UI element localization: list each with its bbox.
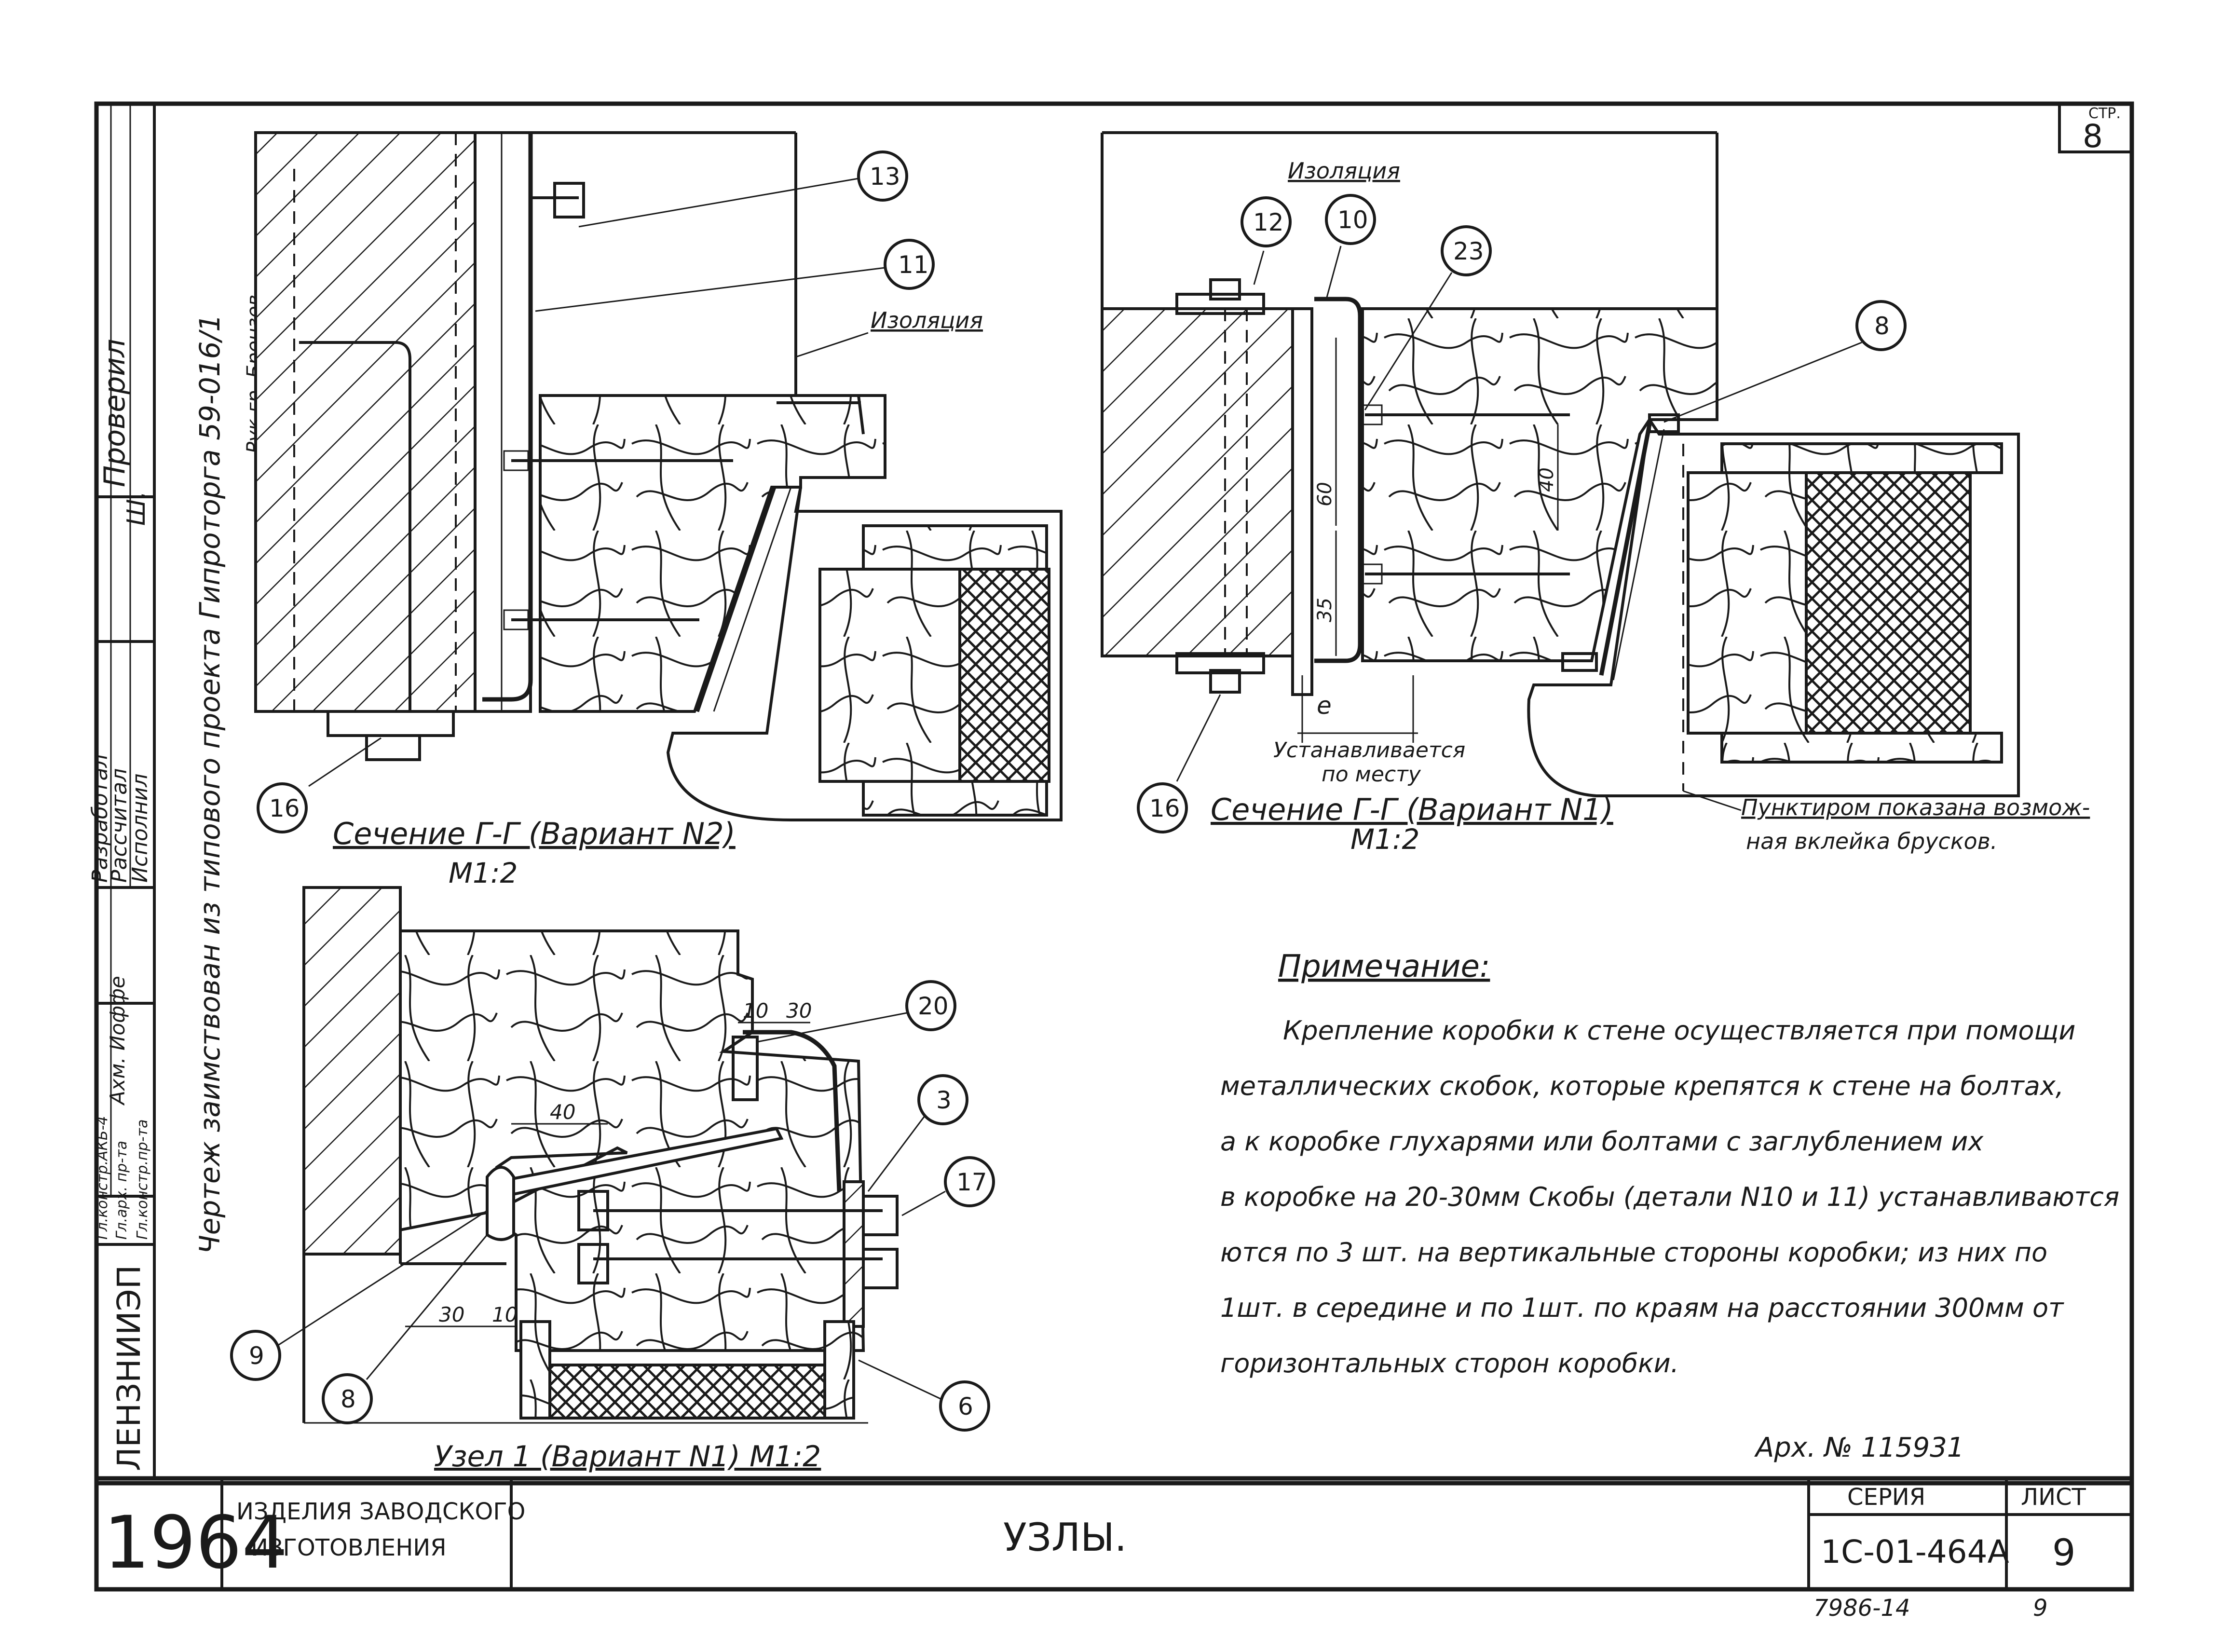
svg-text:16: 16 — [269, 794, 300, 822]
section-v1-install-2: по месту — [1322, 762, 1421, 787]
section-v1-isolation: Изоляция — [1288, 158, 1400, 184]
sheet-label: ЛИСТ — [2021, 1484, 2086, 1511]
note-line-2: металлических скобок, которые крепятся к… — [1220, 1071, 2064, 1101]
node-1-dim-40: 40 — [550, 1100, 575, 1124]
footer-page: 9 — [2033, 1595, 2048, 1622]
callouts-node-1: 20 3 17 9 8 6 — [230, 980, 995, 1432]
section-v2-labels: Изоляция Сечение Г-Г (Вариант N2) М1:2 — [333, 307, 983, 889]
section-v1-install-1: Устанавливается — [1273, 738, 1465, 763]
section-v2-drawing — [254, 131, 1063, 821]
note-line-1: Крепление коробки к стене осуществляется… — [1283, 1015, 2075, 1046]
svg-text:11: 11 — [898, 251, 929, 279]
note-block: Примечание: Крепление коробки к стене ос… — [1220, 949, 2119, 1379]
order-number: 7986-14 — [1813, 1595, 1910, 1622]
callout-12 — [1241, 196, 1292, 247]
svg-text:8: 8 — [1874, 312, 1890, 340]
callout-11 — [884, 239, 935, 290]
section-v2-scale: М1:2 — [449, 857, 518, 889]
callout-16-v2 — [257, 782, 308, 833]
side-chief-role-2: Гл.арх. пр-та — [113, 1141, 130, 1240]
node-1-label: Узел 1 (Вариант N1) М1:2 — [434, 1440, 821, 1474]
svg-text:16: 16 — [1149, 794, 1180, 822]
svg-text:12: 12 — [1253, 208, 1284, 236]
archive-number: Арх. № 115931 — [1754, 1432, 1964, 1463]
callout-9 — [230, 1330, 281, 1381]
series-value: 1С-01-464А — [1821, 1533, 2009, 1570]
note-line-4: в коробке на 20-30мм Скобы (детали N10 и… — [1220, 1182, 2119, 1212]
callouts-section-v1: 12 10 23 8 16 — [1137, 194, 1907, 833]
note-heading: Примечание: — [1278, 949, 1490, 984]
side-stamp: Проверил Ш. Разработал Рассчитал Исполни… — [88, 104, 265, 1478]
sheet-value: 9 — [2052, 1531, 2075, 1574]
side-chief-signature: Ахм. Иоффе — [106, 976, 129, 1106]
section-v1-note-1: Пунктиром показана возмож- — [1741, 794, 2090, 820]
side-role-developed: Разработал — [88, 754, 112, 883]
section-v2-isolation: Изоляция — [871, 307, 983, 333]
product-line-2: ИЗГОТОВЛЕНИЯ — [251, 1534, 447, 1561]
callouts-section-v2: 13 11 16 — [257, 150, 935, 833]
note-line-3: а к коробке глухарями или болтами с загл… — [1220, 1126, 1984, 1157]
callout-13 — [857, 150, 908, 202]
note-line-5: ются по 3 шт. на вертикальные стороны ко… — [1220, 1237, 2047, 1268]
product-line-1: ИЗДЕЛИЯ ЗАВОДСКОГО — [236, 1498, 525, 1525]
page-label: СТР. — [2088, 105, 2121, 122]
year: 1964 — [104, 1501, 288, 1585]
callout-8-v1 — [1855, 300, 1907, 351]
side-chief-role-3: Гл.констр.пр-та — [134, 1120, 151, 1240]
node-1-dim-30-bottom: 30 — [439, 1303, 464, 1326]
side-signer-cell: Ш. — [122, 491, 151, 526]
sheet-title: УЗЛЫ. — [1003, 1515, 1127, 1560]
section-v1-dim-e: е — [1317, 692, 1332, 720]
svg-text:23: 23 — [1453, 237, 1484, 265]
svg-text:8: 8 — [341, 1385, 356, 1413]
callout-17 — [944, 1156, 995, 1207]
svg-text:9: 9 — [249, 1342, 264, 1370]
callout-8-node — [322, 1373, 373, 1424]
callout-6 — [939, 1380, 990, 1432]
node-1-dim-10-top: 10 — [743, 999, 768, 1023]
page-number-box: СТР. 8 — [2058, 102, 2133, 155]
svg-text:13: 13 — [870, 163, 900, 191]
svg-text:10: 10 — [1337, 206, 1368, 234]
svg-text:6: 6 — [958, 1393, 973, 1420]
node-1-dim-10-bottom: 10 — [492, 1303, 518, 1326]
svg-text:20: 20 — [918, 992, 949, 1020]
section-v1-label: Сечение Г-Г (Вариант N1) — [1211, 792, 1613, 827]
callout-23 — [1441, 225, 1492, 276]
page-value: 8 — [2083, 118, 2103, 155]
section-v1-dim-60: 60 — [1314, 482, 1336, 506]
title-block: 1964 ИЗДЕЛИЯ ЗАВОДСКОГО ИЗГОТОВЛЕНИЯ УЗЛ… — [94, 1476, 2134, 1592]
callout-10 — [1325, 194, 1376, 245]
section-v1-scale: М1:2 — [1350, 823, 1419, 856]
section-v1-drawing — [1101, 131, 2020, 797]
section-v1-labels: Изоляция 60 35 40 е Устанавливается по м… — [1211, 158, 2090, 856]
side-chief-role-1: Гл.констр.АКБ-4 — [94, 1116, 111, 1240]
section-v2-label: Сечение Г-Г (Вариант N2) — [333, 816, 736, 851]
node-1-drawing — [302, 886, 899, 1424]
side-org: ЛЕНЗНИИЭП — [110, 1265, 148, 1471]
svg-text:3: 3 — [936, 1086, 952, 1114]
side-role-executed: Исполнил — [128, 774, 152, 883]
section-v1-dim-35: 35 — [1314, 598, 1336, 622]
svg-text:17: 17 — [956, 1168, 987, 1196]
side-borrowed-note: Чертеж заимствован из типового проекта Г… — [193, 314, 226, 1254]
note-line-7: горизонтальных сторон коробки. — [1220, 1348, 1679, 1379]
side-role-checked: Проверил — [98, 339, 132, 487]
callout-3 — [917, 1074, 968, 1125]
section-v1-dim-40: 40 — [1536, 467, 1558, 492]
section-v1-note-2: ная вклейка брусков. — [1746, 828, 1997, 854]
note-line-6: 1шт. в середине и по 1шт. по краям на ра… — [1220, 1293, 2064, 1323]
node-1-dim-30-top: 30 — [786, 999, 812, 1023]
side-role-calculated: Рассчитал — [107, 768, 132, 883]
series-label: СЕРИЯ — [1847, 1484, 1925, 1511]
node-1-labels: 10 30 40 30 10 Узел 1 (Вариант N1) М1:2 — [405, 999, 821, 1474]
callout-20 — [905, 980, 956, 1031]
callout-16-v1 — [1137, 782, 1188, 833]
